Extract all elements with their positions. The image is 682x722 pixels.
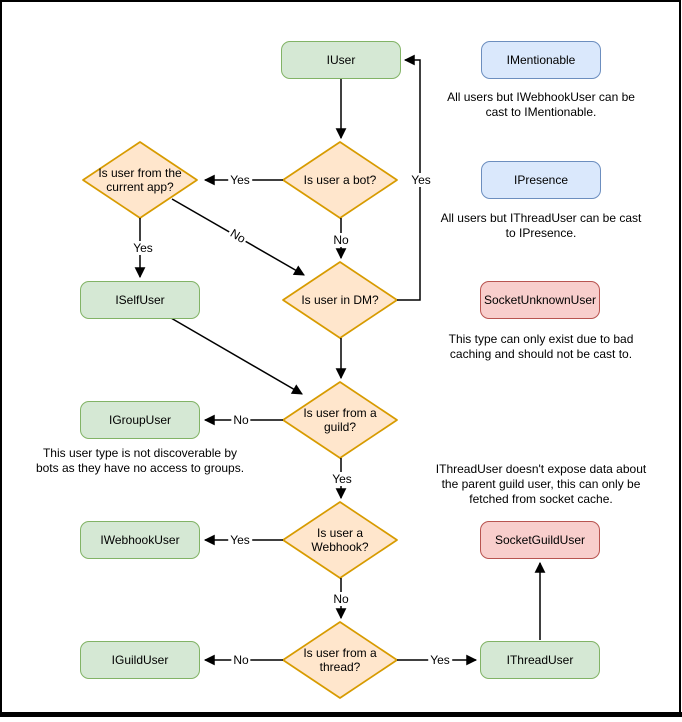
edge-label-guild-yes: Yes	[330, 472, 354, 486]
decision-diamonds	[82, 141, 398, 699]
note-imentionable: All users but IWebhookUser can be cast t…	[447, 90, 635, 119]
edge-label-thread-yes: Yes	[428, 653, 452, 667]
node-igroupuser: IGroupUser	[80, 401, 200, 439]
edge-label-bot-no: No	[331, 233, 351, 247]
diamond-is-user-a-bot	[282, 141, 398, 219]
node-socketguilduser: SocketGuildUser	[480, 521, 600, 559]
note-socketunknownuser: This type can only exist due to bad cach…	[448, 332, 634, 361]
edge-label-guild-no: No	[231, 413, 251, 427]
node-ithreaduser: IThreadUser	[480, 641, 600, 679]
diamond-is-user-from-guild	[282, 381, 398, 459]
edge-label-webhook-yes: Yes	[228, 533, 252, 547]
note-igroupuser: This user type is not discoverable by bo…	[35, 446, 245, 475]
edge-label-bot-yes: Yes	[228, 173, 252, 187]
diamond-is-user-from-current-app	[82, 141, 198, 219]
note-ithreaduser: IThreadUser doesn't expose data about th…	[435, 462, 647, 506]
node-ipresence: IPresence	[481, 161, 601, 199]
node-socketunknownuser: SocketUnknownUser	[480, 281, 600, 319]
node-iguilduser: IGuildUser	[80, 641, 200, 679]
note-ipresence: All users but IThreadUser can be cast to…	[440, 211, 642, 240]
node-iwebhookuser: IWebhookUser	[80, 521, 200, 559]
edge-label-webhook-no: No	[331, 592, 351, 606]
edge-iselfuser-to-guild	[170, 317, 303, 395]
node-iuser: IUser	[281, 41, 401, 79]
edge-label-currentapp-yes: Yes	[131, 241, 155, 255]
node-imentionable: IMentionable	[481, 41, 601, 79]
diamond-is-user-a-webhook	[282, 501, 398, 579]
edge-label-dm-yes: Yes	[409, 173, 433, 187]
diamond-is-user-from-thread	[282, 621, 398, 699]
edge-label-thread-no: No	[231, 653, 251, 667]
node-iselfuser: ISelfUser	[80, 281, 200, 319]
